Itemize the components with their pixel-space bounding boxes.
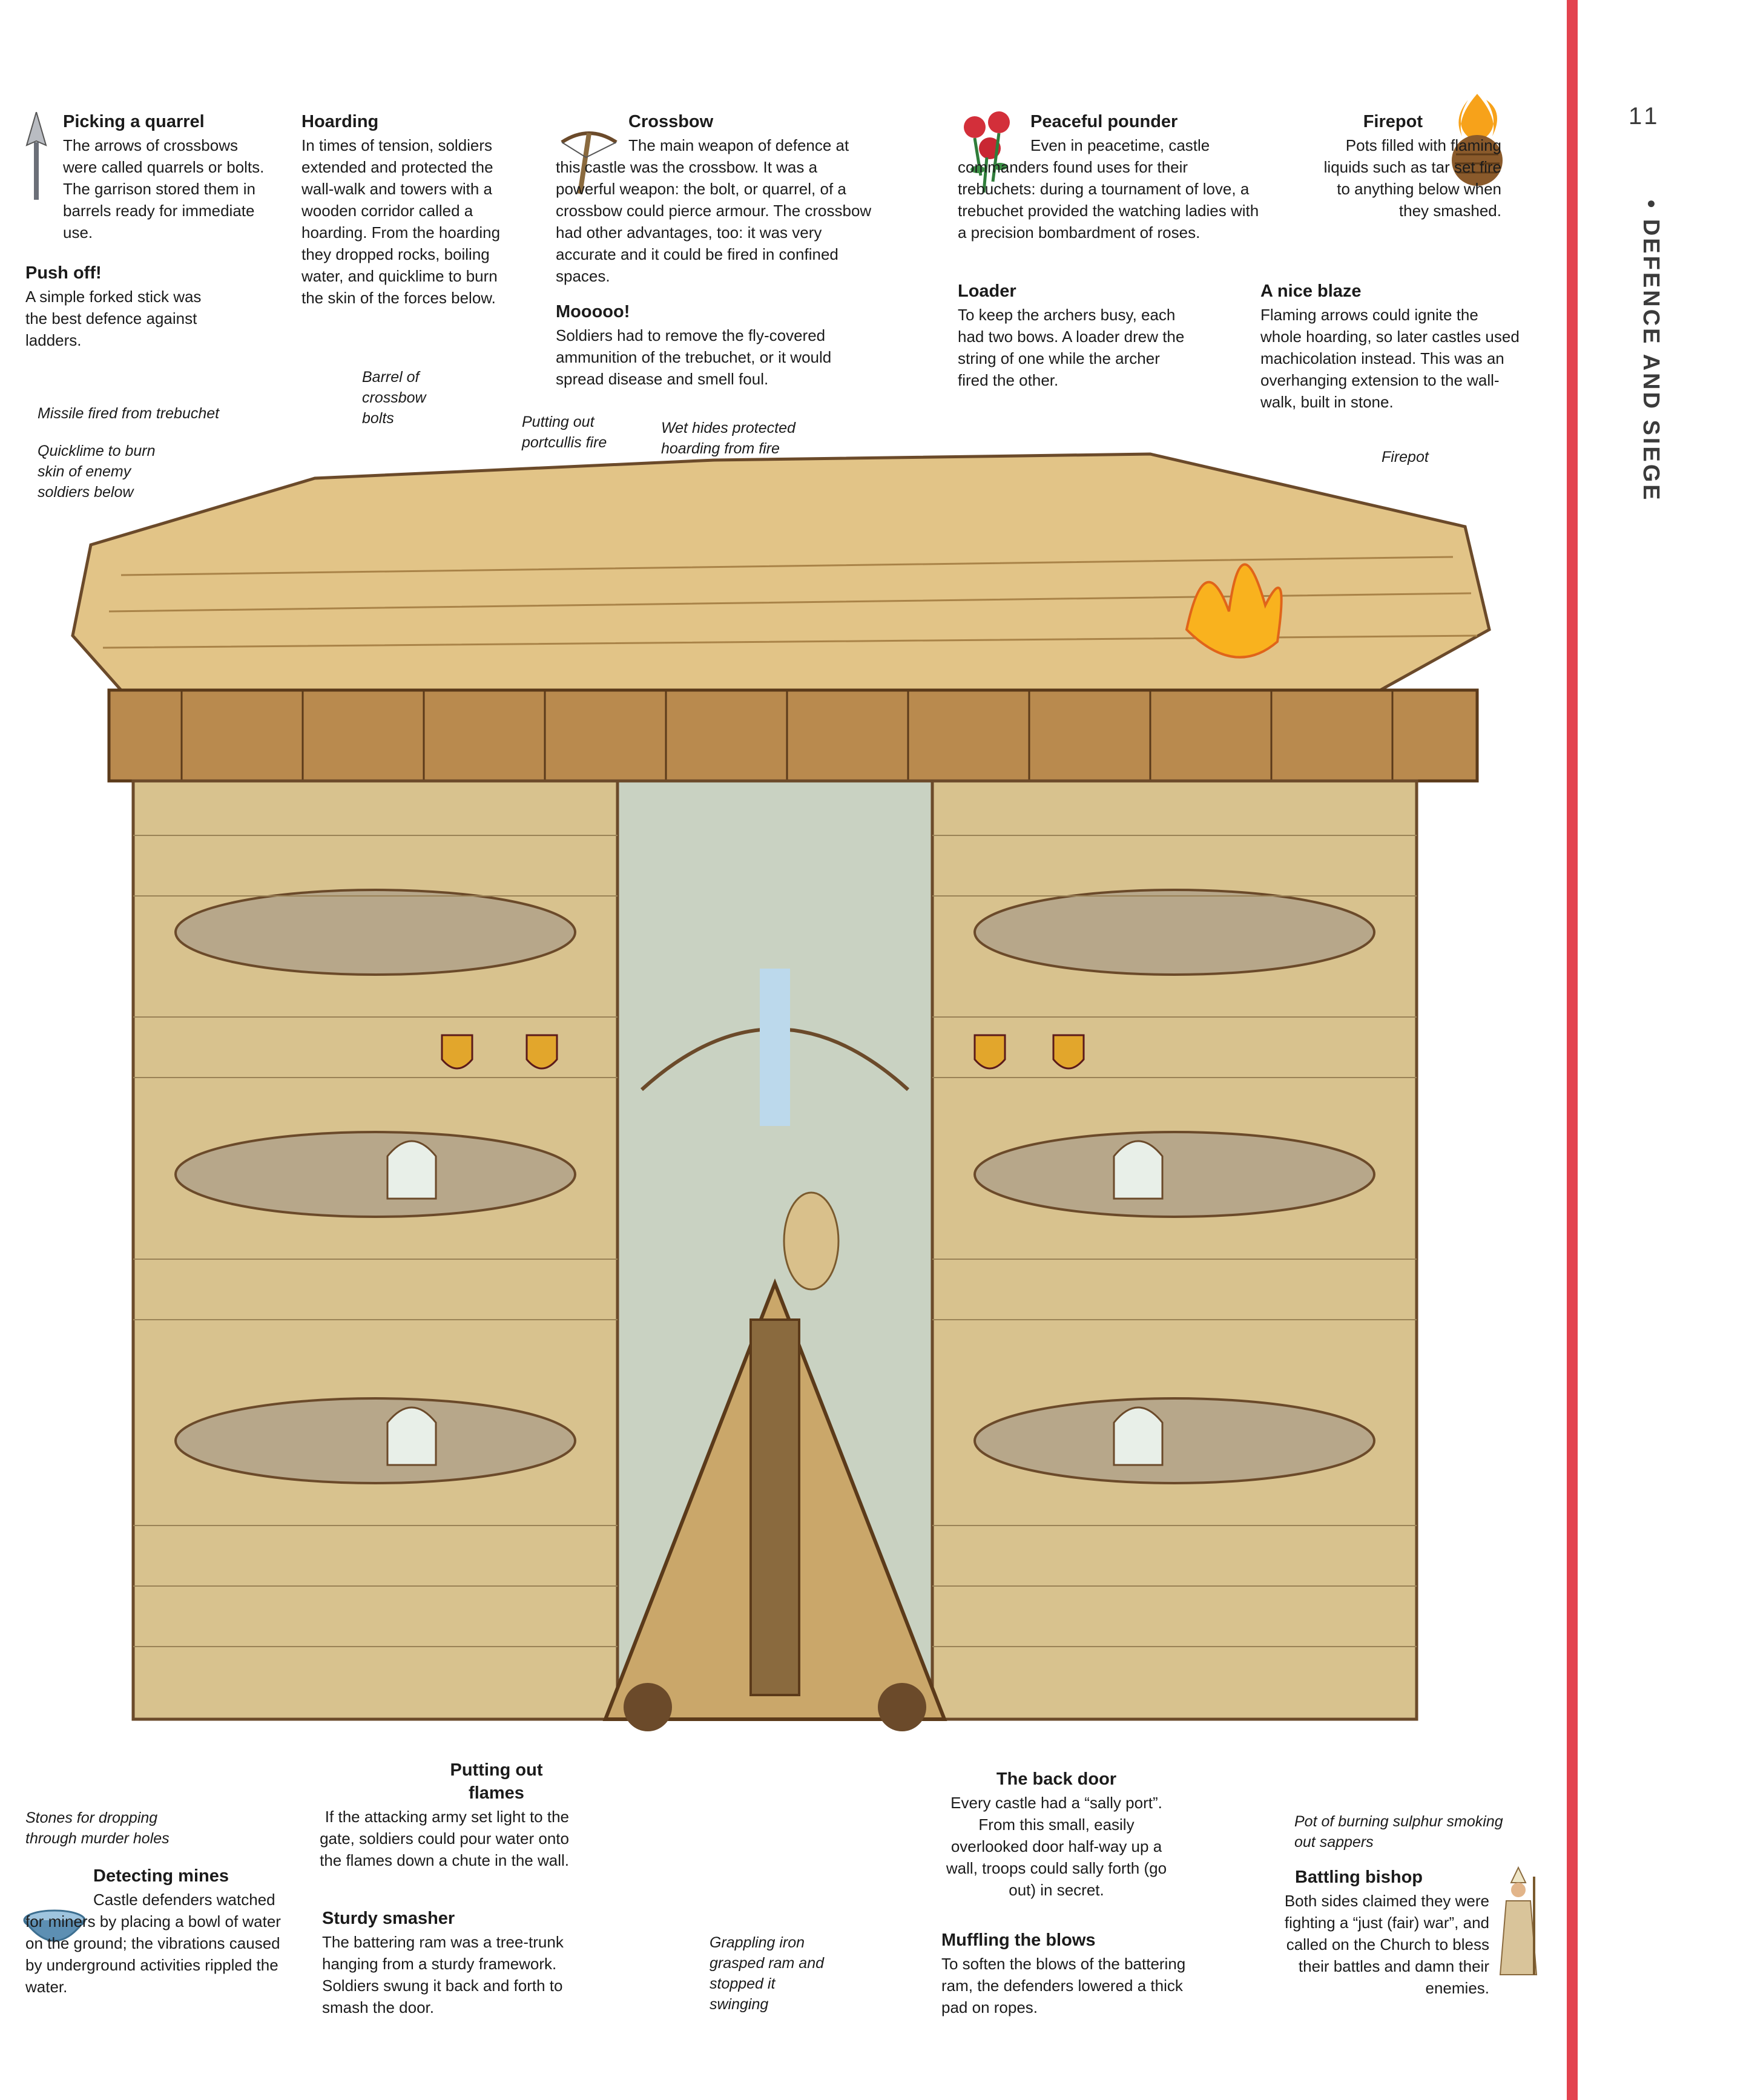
caption-sturdy-smasher: Sturdy smasher The battering ram was a t… [322,1907,582,2018]
muffling-pad [783,1191,840,1291]
water-bowl-icon [23,1909,86,1942]
caption-back-door: The back door Every castle had a “sally … [941,1768,1171,1901]
ram-trunk [749,1318,800,1696]
label-barrel: Barrel of crossbow bolts [362,369,426,427]
bishop-icon [1499,1866,1538,1975]
caption-crossbow: Crossbow The main weapon of defence at t… [556,110,877,287]
caption-battling-bishop-body: Both sides claimed they were fighting a … [1284,1892,1489,1997]
caption-loader-body: To keep the archers busy, each had two b… [958,306,1185,389]
quarrel-bolt-icon [25,112,47,200]
roses-icon [964,111,1010,193]
caption-crossbow-title: Crossbow [628,112,714,131]
caption-firepot-body: Pots filled with flaming liquids such as… [1323,136,1501,220]
hoarding-roof [71,452,1491,692]
caption-back-door-body: Every castle had a “sally port”. From th… [946,1794,1167,1899]
label-quicklime: Quicklime to burn skin of enemy soldiers… [38,443,156,501]
caption-loader-title: Loader [958,281,1016,301]
caption-back-door-title: The back door [996,1769,1117,1789]
label-wet-hides: Wet hides protected hoarding from fire [661,420,795,457]
label-missile: Missile fired from trebuchet [38,405,220,422]
caption-sturdy-smasher-body: The battering ram was a tree-trunk hangi… [322,1933,564,2016]
caption-mooooo-body: Soldiers had to remove the fly-covered a… [556,326,832,388]
label-portcullis: Putting out portcullis fire [522,413,607,451]
caption-detecting-mines-title: Detecting mines [93,1866,229,1886]
caption-mooooo-title: Mooooo! [556,302,630,321]
caption-picking-quarrel-title: Picking a quarrel [63,112,205,131]
fire [1185,563,1283,659]
heraldic-shields [441,1034,1085,1070]
hoarding-wall [107,688,1479,783]
page-number: 11 [1629,103,1661,130]
caption-muffling-title: Muffling the blows [941,1930,1096,1950]
caption-push-off-title: Push off! [25,263,102,283]
caption-firepot-title: Firepot [1363,112,1423,131]
caption-detecting-mines: Detecting mines Castle defenders watched… [25,1865,286,1998]
caption-detecting-mines-body: Castle defenders watched for miners by p… [25,1891,281,1996]
caption-sturdy-smasher-title: Sturdy smasher [322,1909,455,1928]
caption-nice-blaze-body: Flaming arrows could ignite the whole ho… [1260,306,1520,411]
caption-loader: Loader To keep the archers busy, each ha… [958,280,1194,391]
crossbow-icon [561,131,618,194]
section-title: • DEFENCE AND SIEGE [1638,200,1664,502]
ram-wheel-right [878,1683,926,1731]
caption-battling-bishop-title: Battling bishop [1294,1868,1423,1887]
caption-mooooo: Mooooo! Soldiers had to remove the fly-c… [556,300,871,390]
label-sulphur: Pot of burning sulphur smoking out sappe… [1294,1813,1503,1851]
caption-picking-quarrel-body: The arrows of crossbows were called quar… [63,136,265,242]
caption-peaceful-pounder-title: Peaceful pounder [1030,112,1178,131]
caption-picking-quarrel: Picking a quarrel The arrows of crossbow… [25,110,274,243]
caption-muffling: Muffling the blows To soften the blows o… [941,1929,1202,2018]
ram-wheel-left [624,1683,672,1731]
caption-peaceful-pounder: Peaceful pounder Even in peacetime, cast… [958,110,1260,243]
caption-firepot: Firepot Pots filled with flaming liquids… [1320,110,1501,222]
castle-cutaway-illustration [71,452,1491,1731]
caption-muffling-body: To soften the blows of the battering ram… [941,1955,1186,2016]
caption-crossbow-body: The main weapon of defence at this castl… [556,136,872,285]
caption-putting-flames-title: Putting out flames [450,1760,543,1803]
caption-hoarding: Hoarding In times of tension, soldiers e… [301,110,507,309]
water-chute [760,969,790,1126]
caption-hoarding-body: In times of tension, soldiers extended a… [301,136,501,307]
caption-putting-flames-body: If the attacking army set light to the g… [320,1808,569,1869]
caption-peaceful-pounder-body: Even in peacetime, castle commanders fou… [958,136,1259,242]
caption-push-off-body: A simple forked stick was the best defen… [25,288,202,349]
caption-push-off: Push off! A simple forked stick was the … [25,262,207,351]
caption-battling-bishop: Battling bishop Both sides claimed they … [1271,1866,1489,1999]
caption-hoarding-title: Hoarding [301,112,379,131]
caption-nice-blaze-title: A nice blaze [1260,281,1362,301]
page-edge-red-bar [1567,0,1578,2100]
caption-nice-blaze: A nice blaze Flaming arrows could ignite… [1260,280,1521,413]
label-grappling: Grappling iron grasped ram and stopped i… [710,1934,825,2013]
caption-putting-flames: Putting out flames If the attacking army… [315,1759,569,1871]
label-firepot: Firepot [1382,449,1429,466]
firepot-icon [1452,94,1503,186]
label-stones: Stones for dropping through murder holes [25,1809,170,1847]
